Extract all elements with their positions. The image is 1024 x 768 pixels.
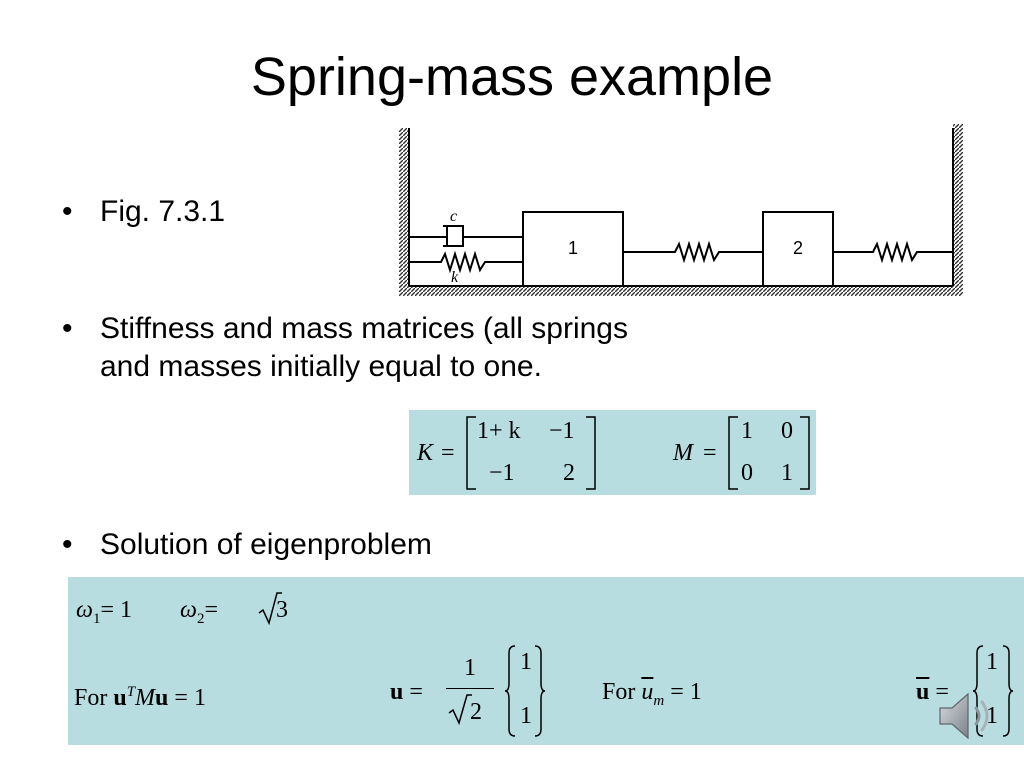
mass-1 <box>522 211 624 287</box>
spring-label: k <box>451 269 459 286</box>
sqrt-icon <box>448 694 472 725</box>
bullet-marker: • <box>62 528 73 561</box>
bullet-marker: • <box>62 312 73 345</box>
damper-label: c <box>450 208 457 225</box>
fraction-bar <box>446 688 494 689</box>
normalization-2: For um = 1 <box>602 679 702 709</box>
left-wall <box>399 128 409 296</box>
bullet-marker: • <box>62 195 73 228</box>
bullet-text: Solution of eigenproblem <box>100 528 432 561</box>
k22: 2 <box>563 460 575 486</box>
m-symbol: M <box>673 440 693 466</box>
spring-k <box>409 250 523 274</box>
normalization-1: For uTMu = 1 <box>74 684 206 711</box>
m11: 1 <box>741 418 753 444</box>
solution-box: ω1= 1 ω2= 3 For uTMu = 1 u = 1 2 1 1 For… <box>68 577 1024 745</box>
damper <box>409 225 523 247</box>
m-bracket-right <box>800 416 810 490</box>
m12: 0 <box>781 418 793 444</box>
fraction-numerator: 1 <box>464 655 476 681</box>
m-equals: = <box>703 440 717 466</box>
speaker-icon[interactable] <box>936 688 1000 744</box>
sqrt3-value: 3 <box>276 597 288 623</box>
ubar-vector-bottom: 1 <box>986 703 998 729</box>
brace-left-icon <box>504 645 516 737</box>
k12: −1 <box>549 418 575 444</box>
floor <box>399 286 963 296</box>
mass-2-label: 2 <box>793 238 803 258</box>
brace-right-icon <box>534 645 546 737</box>
k-equals: = <box>441 440 455 466</box>
k21: −1 <box>489 460 515 486</box>
u-vector-bottom: 1 <box>520 703 532 729</box>
matrices-box: K = 1+ k −1 −1 2 M = 1 0 0 1 <box>409 410 816 495</box>
m22: 1 <box>781 460 793 486</box>
bullet-text-line1: Stiffness and mass matrices (all springs <box>100 312 628 345</box>
k-bracket-right <box>586 416 596 490</box>
spring-mass-figure: c k 1 2 <box>399 124 963 296</box>
brace-right-icon <box>1002 645 1014 737</box>
brace-left-icon <box>972 645 984 737</box>
fraction-denominator: 2 <box>470 699 482 725</box>
mass-2 <box>762 211 834 287</box>
u-vector-lhs: u = <box>390 679 423 705</box>
ubar-vector-top: 1 <box>986 649 998 675</box>
ubar-vector-lhs: u = <box>916 679 949 705</box>
bullet-text-line2: and masses initially equal to one. <box>100 350 542 383</box>
slide-title: Spring-mass example <box>250 47 774 107</box>
omega1: ω1= 1 <box>76 597 132 627</box>
sqrt-icon <box>258 592 282 625</box>
mass-1-label: 1 <box>568 238 578 258</box>
omega2: ω2= <box>180 597 218 627</box>
k-bracket-left <box>466 416 476 490</box>
spring-middle <box>623 240 763 264</box>
m21: 0 <box>741 460 753 486</box>
u-vector-top: 1 <box>520 649 532 675</box>
spring-right <box>833 240 953 264</box>
m-bracket-left <box>728 416 738 490</box>
bullet-text: Fig. 7.3.1 <box>100 195 226 228</box>
k-symbol: K <box>417 440 434 466</box>
right-wall <box>953 124 963 296</box>
k11: 1+ k <box>477 418 521 444</box>
